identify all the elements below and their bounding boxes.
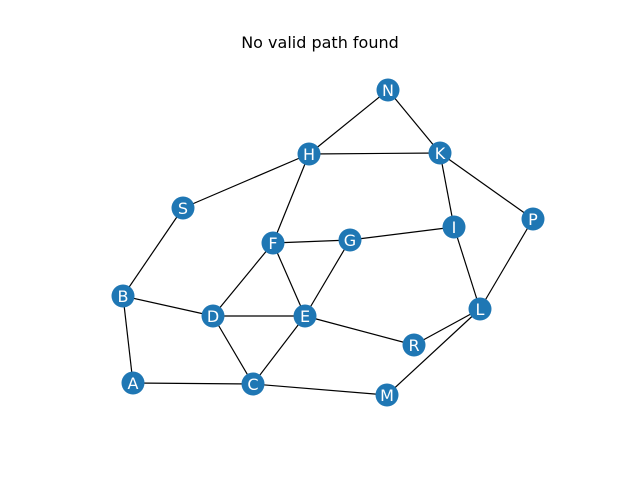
node-label-h: H [303,145,315,164]
edge-f-d [212,242,274,317]
node-circle-h [297,142,321,166]
edge-i-l [453,226,481,310]
edge-h-f [272,153,310,244]
edge-l-m [386,308,481,396]
node-label-c: C [247,375,258,394]
edges-layer [122,89,534,396]
edge-e-c [252,315,306,385]
node-circle-a [121,371,145,395]
node-circle-r [402,333,426,357]
edge-s-b [122,207,184,297]
edge-a-c [132,382,254,385]
node-c: C [241,372,265,396]
node-label-b: B [118,287,129,306]
node-m: M [375,383,399,407]
edge-g-i [349,226,455,241]
node-h: H [297,142,321,166]
node-circle-e [293,304,317,328]
edge-d-c [212,315,254,385]
edge-n-k [387,89,441,154]
node-label-e: E [300,307,310,326]
edge-p-l [479,218,534,310]
node-label-a: A [128,374,139,393]
node-circle-m [375,383,399,407]
node-label-p: P [528,210,538,229]
edge-b-d [122,295,214,317]
node-l: L [468,297,492,321]
node-circle-n [376,78,400,102]
edge-f-e [272,242,306,317]
node-circle-b [111,284,135,308]
node-circle-k [428,141,452,165]
edge-k-p [439,152,534,220]
edge-k-i [439,152,455,228]
edge-g-e [304,239,351,317]
node-i: I [442,215,466,239]
node-label-i: I [452,218,457,237]
node-k: K [428,141,452,165]
node-f: F [261,231,285,255]
node-b: B [111,284,135,308]
node-g: G [338,228,362,252]
edge-h-s [182,153,310,209]
node-circle-f [261,231,285,255]
node-label-l: L [476,300,485,319]
node-label-s: S [178,199,188,218]
node-label-f: F [268,234,277,253]
edge-n-h [308,89,389,155]
nodes-layer: N H K S F G I P B D E L R A C M [111,78,545,407]
node-circle-i [442,215,466,239]
node-label-n: N [382,81,394,100]
node-label-m: M [380,386,394,405]
node-a: A [121,371,145,395]
node-circle-l [468,297,492,321]
graph-title: No valid path found [241,33,399,52]
node-circle-d [201,304,225,328]
node-r: R [402,333,426,357]
edge-b-a [122,295,134,384]
edge-l-r [413,308,481,346]
node-label-g: G [344,231,356,250]
node-circle-c [241,372,265,396]
node-circle-g [338,228,362,252]
node-d: D [201,304,225,328]
node-label-r: R [408,336,419,355]
edge-c-m [252,383,388,396]
node-n: N [376,78,400,102]
edge-f-g [272,239,351,244]
node-s: S [171,196,195,220]
edge-e-r [304,315,415,346]
node-p: P [521,207,545,231]
node-label-d: D [207,307,219,326]
node-circle-s [171,196,195,220]
edge-h-k [308,152,441,155]
node-label-k: K [435,144,446,163]
node-circle-p [521,207,545,231]
node-e: E [293,304,317,328]
